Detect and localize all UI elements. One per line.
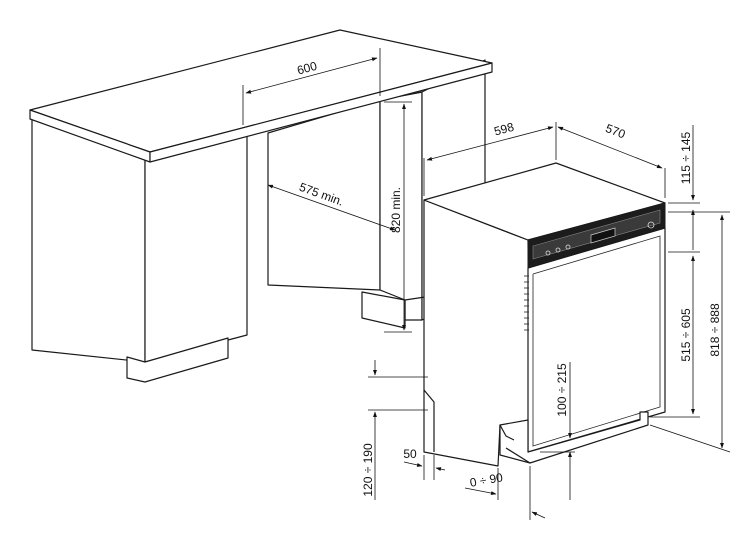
label-appliance-depth: 570: [604, 121, 628, 141]
countertop-side-edge: [149, 62, 493, 163]
dimension-lines: [242, 48, 731, 520]
dishwasher-front: [527, 227, 666, 453]
left-cabinet-front: [144, 133, 248, 363]
button-2-icon: [555, 247, 561, 253]
label-top-gap: 115 ÷ 145: [679, 131, 693, 184]
label-foot-depth: 50: [403, 447, 417, 461]
label-foot-height: 120 ÷ 190: [361, 443, 375, 497]
label-appliance-width: 598: [492, 120, 515, 139]
button-3-icon: [565, 244, 571, 250]
kitchen-cabinet: [29, 29, 493, 383]
label-plinth-height: 100 ÷ 215: [555, 363, 569, 417]
left-cabinet-plinth: [126, 337, 229, 383]
hinge-marks: [524, 275, 529, 331]
label-countertop-width: 600: [295, 59, 318, 78]
dishwasher: [423, 162, 666, 467]
dishwasher-plinth: [499, 411, 649, 464]
knob-icon: [647, 221, 655, 229]
button-1-icon: [545, 250, 551, 256]
display-window: [590, 227, 616, 244]
dimension-labels: 600 575 min. 820 min. 598 570 115 ÷ 145 …: [295, 59, 722, 497]
label-total-height: 818 ÷ 888: [708, 303, 722, 357]
label-door-height: 515 ÷ 605: [679, 308, 693, 362]
label-door-offset: 0 ÷ 90: [469, 470, 505, 490]
label-niche-height: 820 min.: [389, 187, 403, 233]
